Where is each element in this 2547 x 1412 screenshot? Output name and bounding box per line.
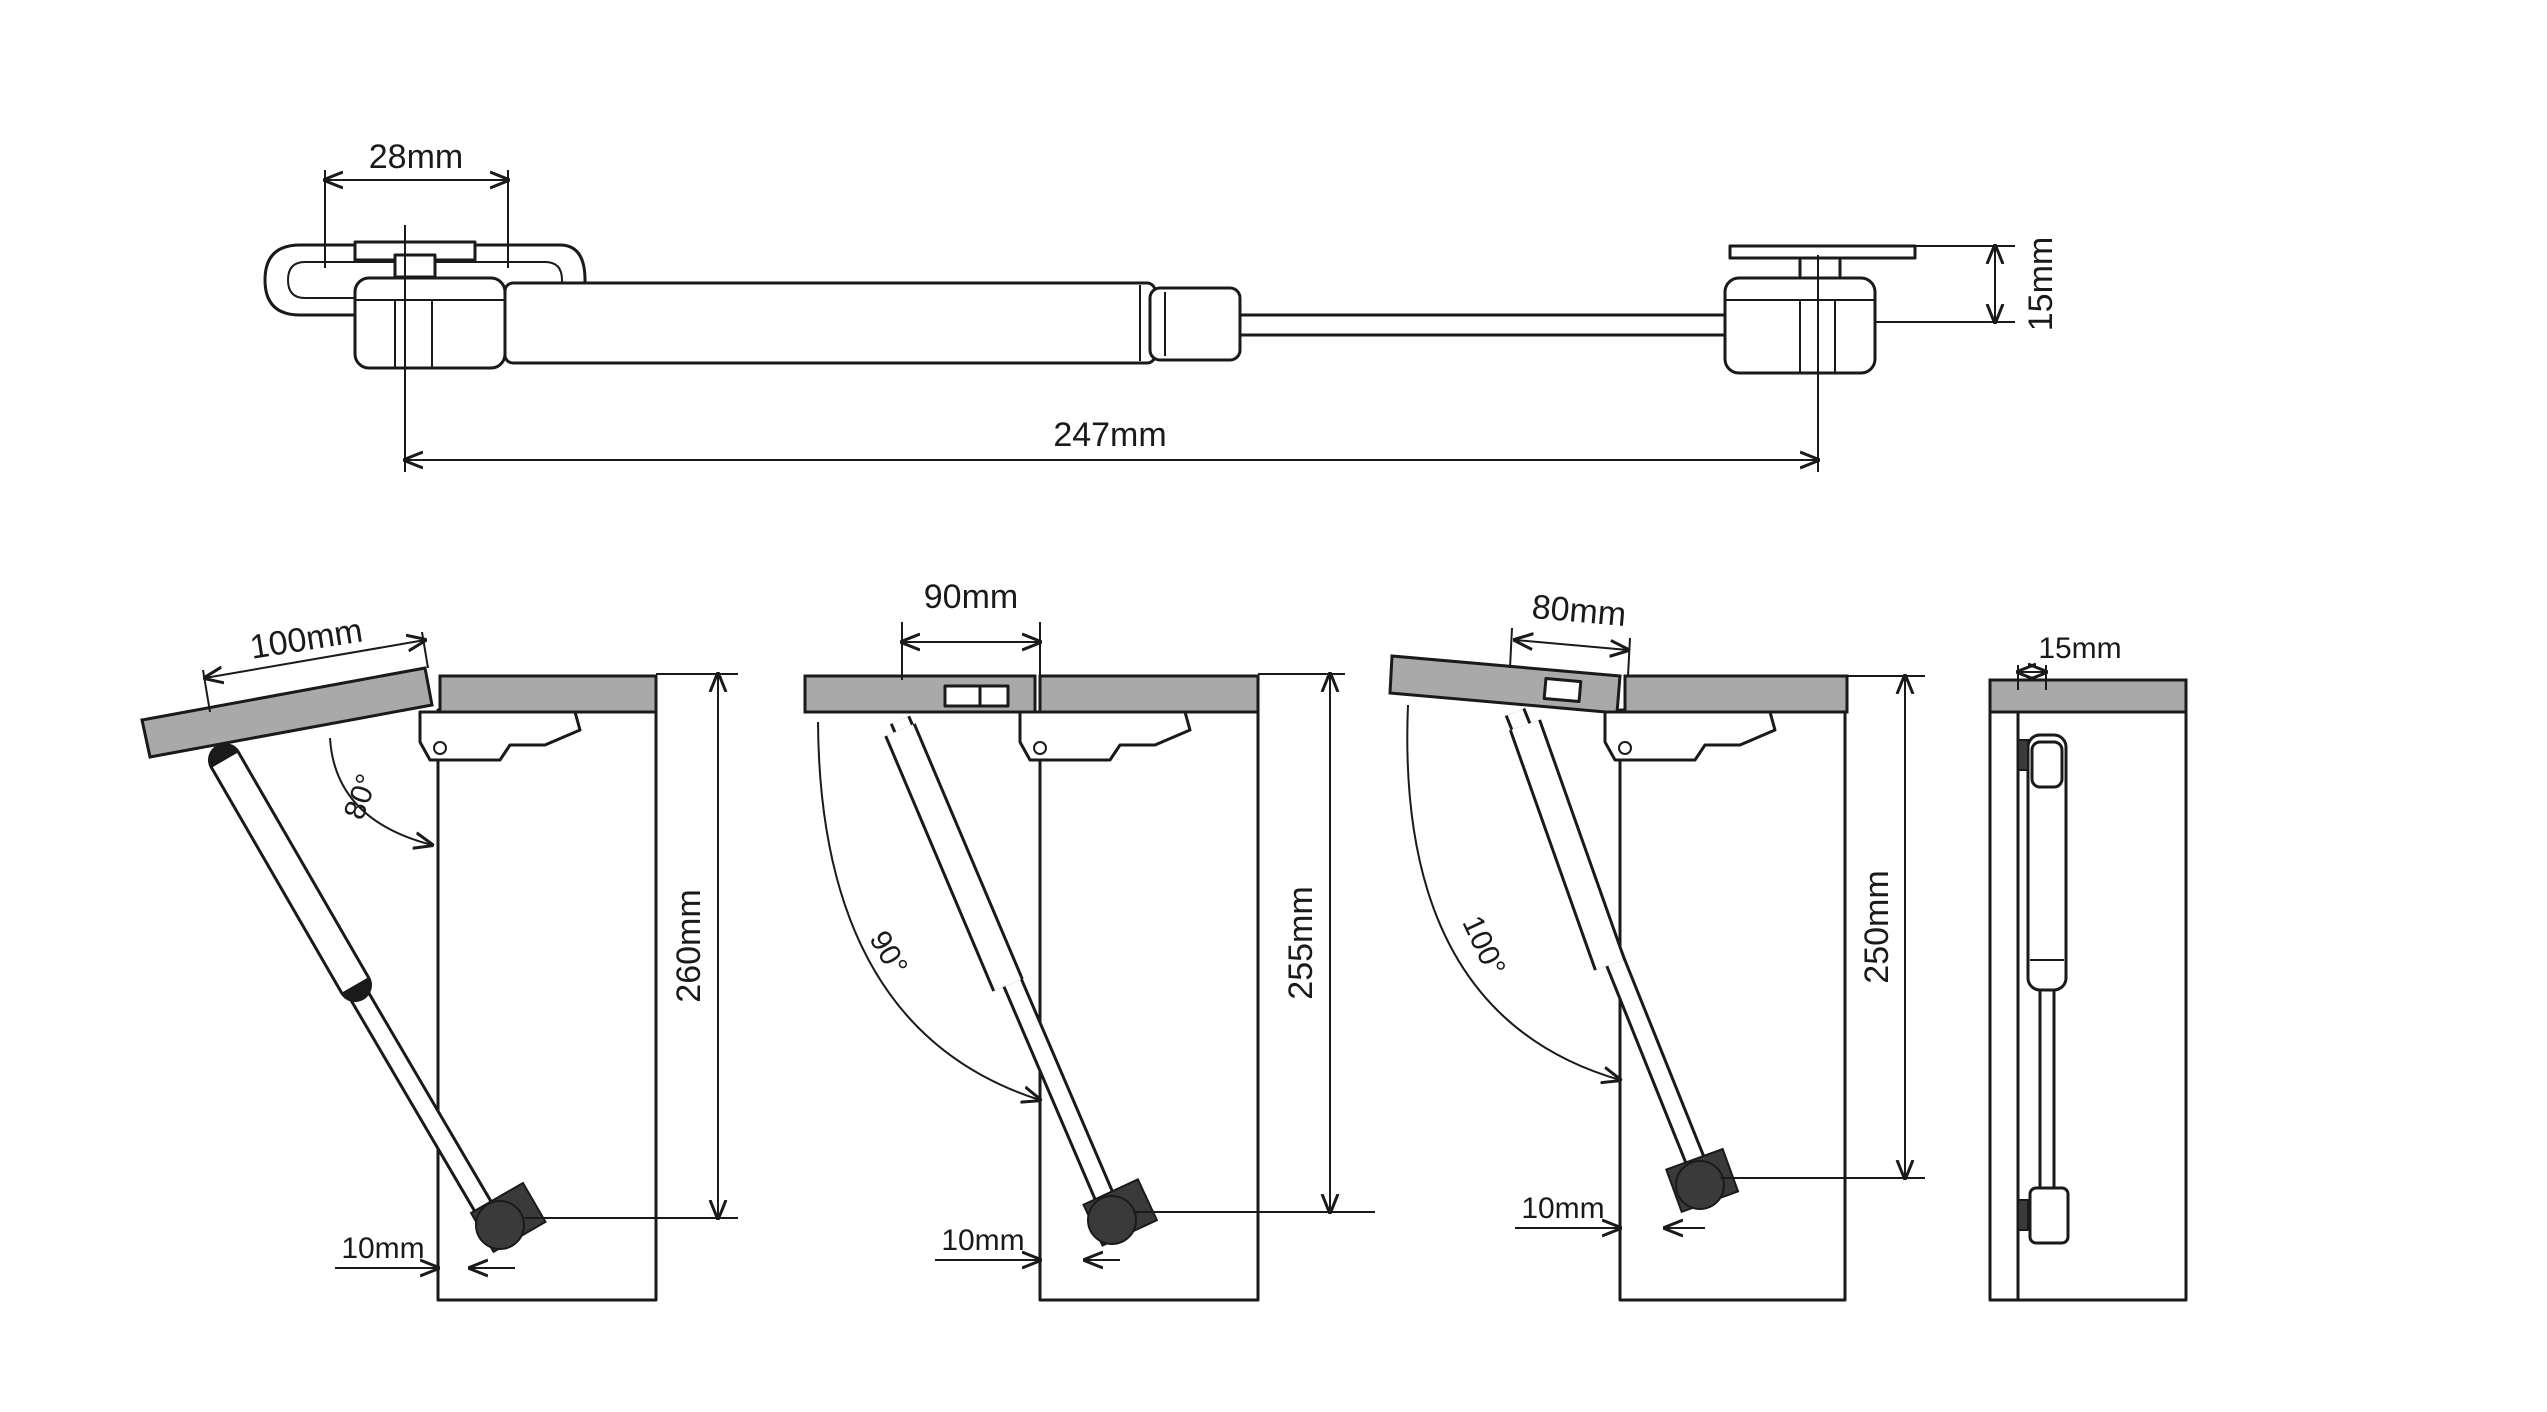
fixed-top-panel	[438, 674, 658, 714]
gas-strut-side-view: 28mm 247mm 15mm	[263, 138, 2060, 472]
right-mount-plate	[1728, 244, 1917, 260]
dim-height: 15mm	[2022, 237, 2060, 331]
height-label: 260mm	[670, 889, 708, 1002]
cylinder-end	[1148, 286, 1242, 362]
offset-label: 10mm	[1521, 1192, 1604, 1225]
height-label: 255mm	[1282, 886, 1320, 999]
lid-overhang-label: 100mm	[247, 612, 365, 667]
closed-depth-label: 15mm	[2038, 632, 2121, 665]
closed-lid-panel	[1988, 678, 2188, 714]
lid-panel-open	[1388, 654, 1622, 715]
hinge	[1018, 710, 1192, 762]
lid-overhang-label: 90mm	[924, 578, 1018, 616]
hinge	[418, 710, 582, 762]
lid-panel-open	[140, 666, 434, 759]
strut	[208, 743, 547, 1254]
cylinder-body	[503, 281, 1157, 365]
fixed-top-panel	[1038, 674, 1260, 714]
view-closed: 15mm	[1988, 632, 2188, 1302]
angle-label: 90°	[863, 925, 914, 981]
hinge	[1603, 710, 1777, 762]
cabinet-side	[1618, 708, 1847, 1302]
strut	[884, 715, 1159, 1247]
strut	[1504, 707, 1740, 1214]
dim-mount-width: 28mm	[369, 138, 463, 176]
left-end-cap	[353, 276, 507, 370]
height-label: 250mm	[1858, 870, 1896, 983]
view-80-degree: 80° 100mm 260mm 10mm	[140, 612, 738, 1302]
fixed-top-panel	[1623, 674, 1849, 714]
piston-rod	[1238, 313, 1727, 337]
lid-overhang-label: 80mm	[1530, 588, 1627, 634]
view-90-degree: 90° 90mm 255mm 10mm	[803, 578, 1375, 1302]
offset-label: 10mm	[341, 1232, 424, 1265]
offset-label: 10mm	[941, 1224, 1024, 1257]
cabinet-side	[436, 708, 658, 1302]
view-100-degree: 100° 80mm 250mm 10mm	[1388, 588, 1925, 1302]
angle-label: 80°	[338, 770, 385, 824]
dim-total-length: 247mm	[1053, 416, 1166, 454]
strut-closed	[2017, 733, 2070, 1245]
